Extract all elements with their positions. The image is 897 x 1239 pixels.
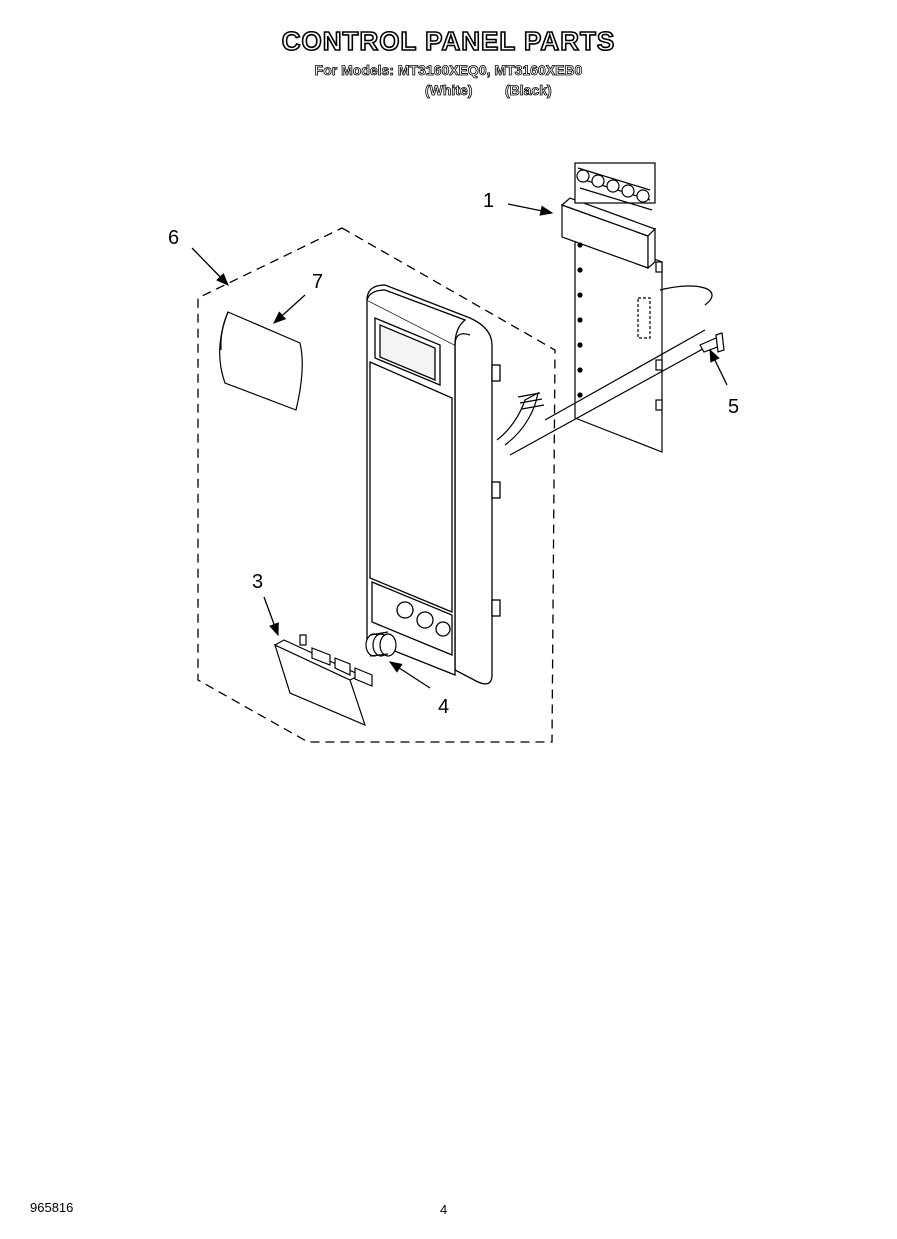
- callout-7: 7: [312, 271, 323, 293]
- callout-3: 3: [252, 571, 263, 593]
- arrow-3: [263, 596, 279, 637]
- callout-1: 1: [483, 190, 494, 212]
- screw: [699, 332, 725, 353]
- callout-4: 4: [438, 696, 449, 718]
- arrow-6: [191, 247, 229, 286]
- callout-6: 6: [168, 227, 179, 249]
- callout-arrows: [191, 203, 728, 689]
- arrow-1: [507, 203, 554, 216]
- overlay-label: [219, 311, 303, 411]
- arrow-4: [388, 661, 431, 689]
- variant-black: (Black): [505, 82, 552, 99]
- variant-white: (White): [425, 82, 473, 99]
- document-code: 965816: [30, 1200, 74, 1215]
- spring: [365, 631, 397, 657]
- page-title: CONTROL PANEL PARTS: [281, 25, 616, 57]
- button-bar: [273, 634, 373, 727]
- assembly-boundary: [197, 227, 556, 743]
- page-number: 4: [440, 1202, 448, 1217]
- ribbon-cable: [496, 329, 711, 456]
- control-panel-housing: [366, 284, 501, 685]
- callout-5: 5: [728, 396, 739, 418]
- arrow-7: [273, 294, 306, 324]
- models-line: For Models: MT3160XEQ0, MT3160XEB0: [314, 62, 583, 79]
- circuit-board: [560, 162, 713, 453]
- arrow-5: [709, 348, 728, 386]
